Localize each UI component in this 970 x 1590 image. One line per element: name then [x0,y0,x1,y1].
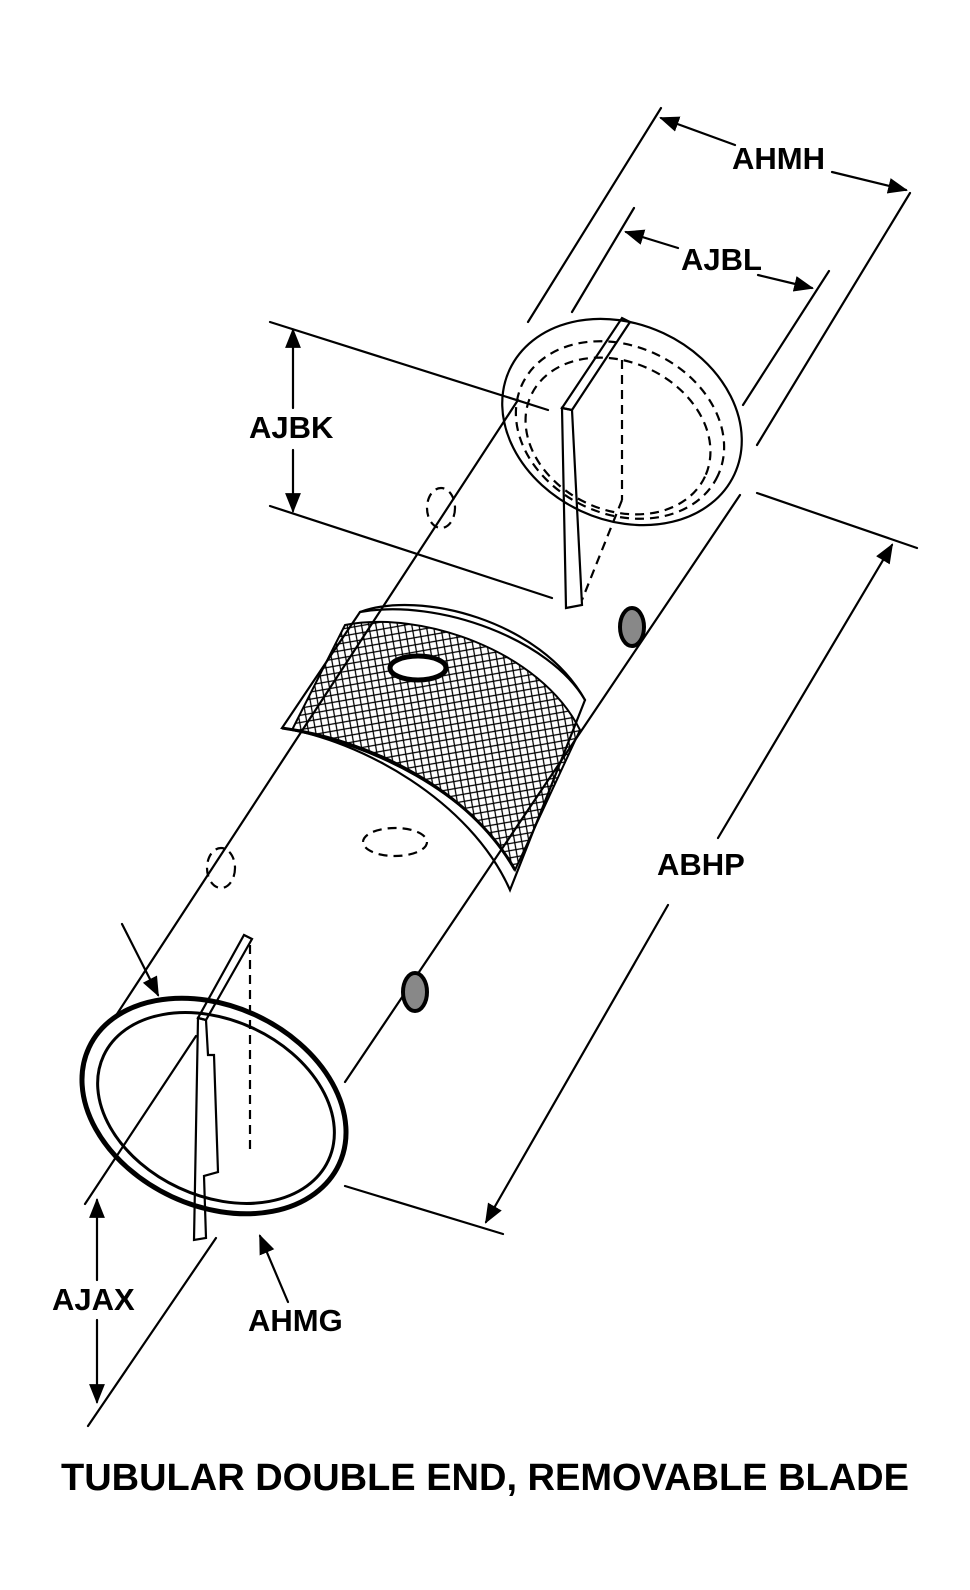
dimension-ahmh [526,106,912,447]
label-ahmh: AHMH [732,141,825,176]
label-ahmg: AHMG [248,1303,343,1338]
leader-arrow-top-ring [120,922,160,997]
dimension-ajbl [570,206,831,407]
tube-holes [205,486,646,1013]
dimension-ajbk [268,320,554,600]
leader-arrow-ahmg [258,1234,290,1304]
label-ajax: AJAX [52,1282,135,1317]
dimension-ajax [83,1034,218,1428]
dimension-abhp [343,491,919,1236]
knurled-band [280,603,587,893]
bottom-blade [192,933,254,1242]
label-ajbl: AJBL [681,242,762,277]
diagram-title: TUBULAR DOUBLE END, REMOVABLE BLADE [61,1457,909,1499]
top-end-opening [501,317,743,527]
top-blade [560,316,632,610]
label-abhp: ABHP [657,847,745,882]
label-ajbk: AJBK [249,410,334,445]
